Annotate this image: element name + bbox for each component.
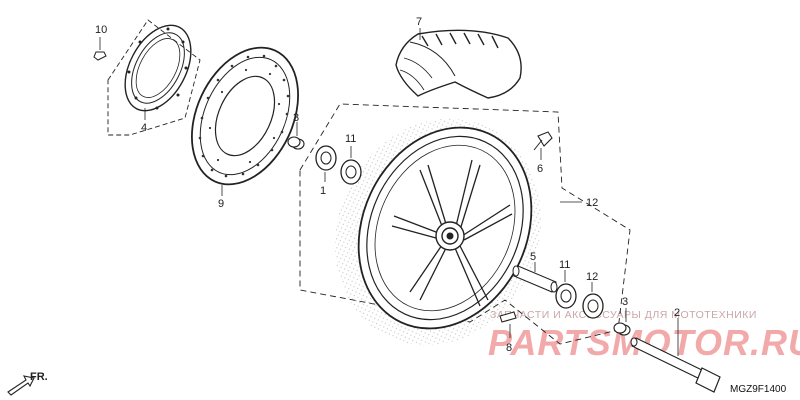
part-5-distance-collar: 5: [512, 251, 558, 293]
callout-12-right: 12: [586, 271, 598, 283]
part-2-axle: 2: [630, 307, 721, 393]
part-12-seal-left: 1: [315, 145, 337, 197]
part-11-bearing-right: 11: [555, 259, 577, 309]
diagram-part-code: MGZ9F1400: [730, 384, 787, 395]
callout-2: 2: [674, 307, 680, 319]
arrow-icon: [7, 375, 35, 396]
callout-5: 5: [530, 251, 536, 263]
callout-3-left: 3: [293, 112, 299, 124]
watermark: ЗАПЧАСТИ И АКСЕССУАРЫ ДЛЯ МОТОТЕХНИКИ PA…: [488, 309, 800, 363]
callout-4: 4: [141, 122, 147, 134]
callout-11-left: 11: [345, 133, 356, 145]
direction-label: FR.: [30, 371, 48, 383]
part-10-bolt: 10: [93, 24, 107, 61]
watermark-tagline: ЗАПЧАСТИ И АКСЕССУАРЫ ДЛЯ МОТОТЕХНИКИ: [490, 309, 757, 321]
part-7-tire: 7: [395, 16, 522, 99]
part-8-balance-weight: 8: [499, 311, 517, 354]
callout-3-right: 3: [622, 296, 628, 308]
callout-8: 8: [506, 342, 512, 354]
direction-indicator: FR.: [7, 371, 48, 396]
part-11-bearing-left: 11: [340, 133, 362, 185]
callout-12-left: 1: [320, 185, 326, 197]
part-4-disc-carrier: 4: [107, 19, 201, 136]
callout-11-right: 11: [559, 259, 570, 271]
callout-7: 7: [416, 16, 422, 28]
callout-6: 12: [586, 197, 598, 209]
part-3-collar-right: 3: [613, 296, 631, 336]
callout-9: 9: [218, 198, 224, 210]
part-12-seal-right: 12: [582, 271, 604, 319]
callout-1: 6: [537, 163, 543, 175]
callout-10: 10: [95, 24, 107, 36]
part-3-collar-left: 3: [287, 112, 305, 150]
part-9-brake-disc: 9: [191, 46, 299, 210]
part-1-valve: 6: [533, 131, 553, 175]
part-6-wheel: 12: [334, 118, 598, 346]
